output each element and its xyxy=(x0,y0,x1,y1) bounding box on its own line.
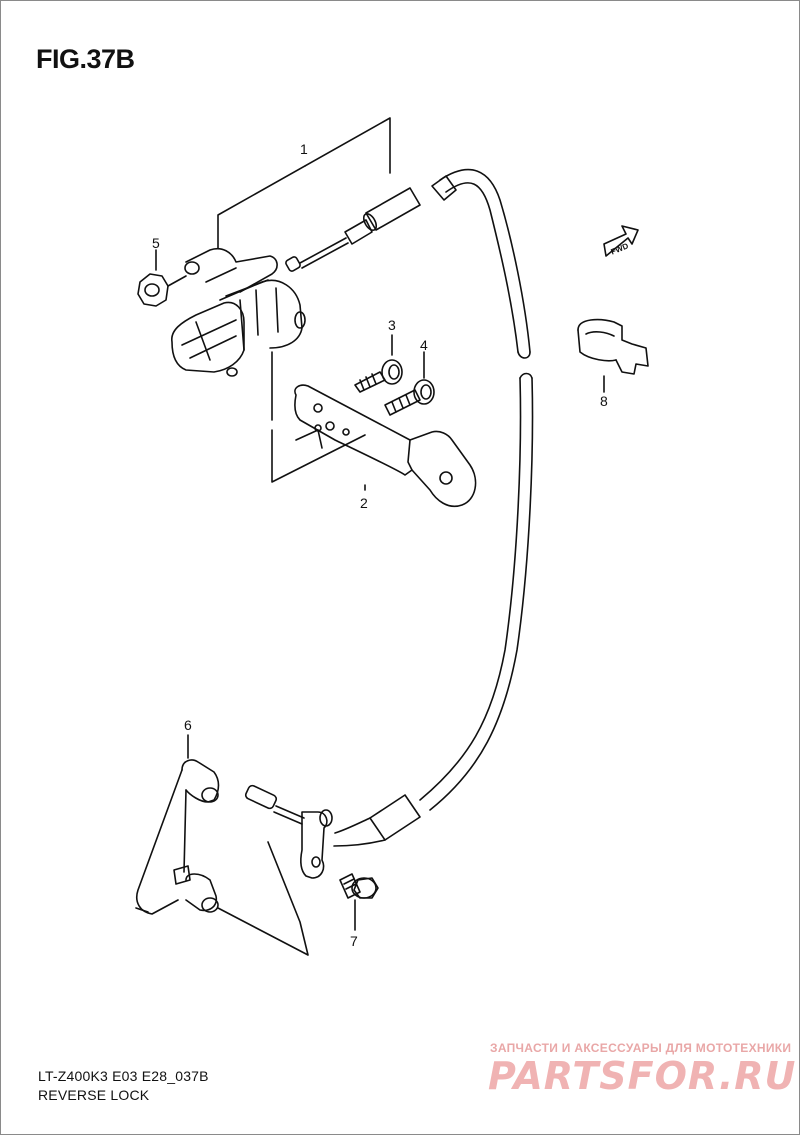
reverse-lock-lever xyxy=(171,247,306,377)
fwd-arrow-icon xyxy=(603,225,639,257)
callout-4: 4 xyxy=(420,337,428,353)
callout-3: 3 xyxy=(388,317,396,333)
figure-title: FIG.37B xyxy=(36,44,135,74)
part-4-screw xyxy=(384,351,435,416)
part-3-screw xyxy=(354,334,403,393)
part-1-bracket-lines xyxy=(217,117,391,483)
callout-1: 1 xyxy=(300,141,308,157)
callout-labels: 1 2 3 4 5 6 7 8 FWD xyxy=(152,141,630,949)
figure-subtitle: REVERSE LOCK xyxy=(38,1087,150,1103)
part-2-plate xyxy=(294,384,477,508)
cable-upper-end xyxy=(285,175,457,272)
part-8-clamp xyxy=(577,318,649,393)
callout-5: 5 xyxy=(152,235,160,251)
part-7-bolt xyxy=(339,873,379,931)
cable-lower-end xyxy=(244,784,333,879)
cable-housing xyxy=(333,168,534,847)
part-5-nut xyxy=(137,249,187,307)
part-6-bracket xyxy=(135,734,309,956)
callout-7: 7 xyxy=(350,933,358,949)
callout-2: 2 xyxy=(360,495,368,511)
watermark-tagline: ЗАПЧАСТИ И АКСЕССУАРЫ ДЛЯ МОТОТЕХНИКИ xyxy=(490,1041,792,1055)
model-code: LT-Z400K3 E03 E28_037B xyxy=(38,1068,209,1084)
callout-8: 8 xyxy=(600,393,608,409)
watermark-logo: PARTSFOR.RU xyxy=(488,1054,797,1098)
callout-6: 6 xyxy=(184,717,192,733)
